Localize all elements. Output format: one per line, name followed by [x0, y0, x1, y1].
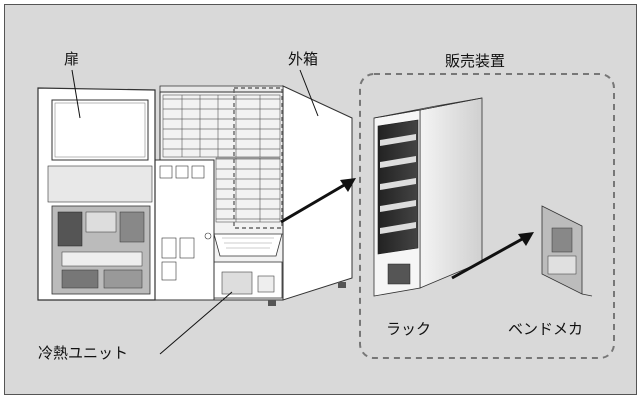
vend-mechanism-label: ベンドメカ — [508, 320, 584, 338]
outer-door — [37, 87, 156, 301]
vending-unit-group-outline — [359, 73, 615, 359]
rack-illustration — [373, 97, 483, 297]
door-label: 扉 — [64, 50, 80, 68]
rack-label: ラック — [386, 320, 432, 338]
vend-mechanism-illustration — [541, 205, 593, 297]
inner-door — [154, 159, 215, 301]
vending-unit-label: 販売装置 — [445, 52, 506, 70]
cabinet-label: 外箱 — [288, 50, 319, 68]
refrigeration-unit-label: 冷熱ユニット — [38, 344, 129, 362]
leader-lines — [71, 69, 319, 355]
arrows — [280, 178, 534, 280]
